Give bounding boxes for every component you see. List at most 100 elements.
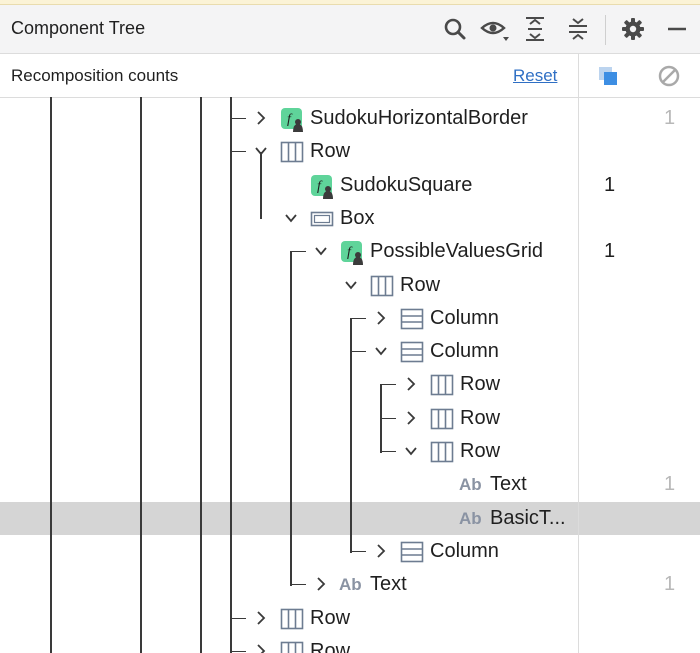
tree-connector (380, 417, 396, 419)
row-icon (430, 407, 454, 431)
node-label: Row (400, 273, 441, 296)
node-label: Row (460, 373, 501, 396)
tree-guide-line (50, 97, 52, 653)
row-icon (370, 274, 394, 298)
tree-row[interactable]: Row (0, 435, 700, 468)
svg-text:f: f (317, 179, 323, 194)
tree-connector (290, 584, 306, 586)
column-icon (400, 540, 424, 564)
composable-icon: f (340, 240, 364, 266)
tree-connector (230, 650, 246, 652)
tree-row[interactable]: f SudokuHorizontalBorder 1 (0, 102, 700, 135)
chevron-right-icon[interactable] (373, 310, 389, 326)
disable-icon[interactable] (656, 63, 682, 89)
node-label: Row (460, 406, 501, 429)
tree-guide-line (380, 385, 382, 453)
node-label: Row (310, 639, 351, 653)
node-label: Text (370, 573, 407, 596)
tree-guide-line (230, 97, 232, 653)
tree-guide-line (290, 252, 292, 586)
node-label: Box (340, 206, 375, 229)
tree-connector (350, 351, 366, 353)
tree-row[interactable]: Row (0, 635, 700, 653)
search-icon[interactable] (439, 13, 471, 45)
chevron-right-icon[interactable] (403, 376, 419, 392)
recomposition-count: 1 (604, 240, 616, 263)
recomposition-bar: Recomposition counts Reset (0, 54, 700, 98)
node-label: Row (310, 606, 351, 629)
svg-text:f: f (287, 112, 293, 127)
node-label: Column (430, 539, 499, 562)
minimize-icon[interactable] (661, 13, 693, 45)
row-icon (280, 640, 304, 653)
header-separator (605, 15, 606, 45)
chevron-down-icon[interactable] (343, 277, 359, 293)
eye-icon[interactable] (479, 13, 511, 45)
node-label: Column (430, 340, 499, 363)
chevron-right-icon[interactable] (373, 543, 389, 559)
collapse-all-icon[interactable] (562, 13, 594, 45)
node-label: PossibleValuesGrid (370, 240, 544, 263)
chevron-right-icon[interactable] (313, 576, 329, 592)
tree-guide-line (200, 97, 202, 653)
reset-link[interactable]: Reset (513, 66, 558, 85)
recomposition-title: Recomposition counts (11, 66, 179, 85)
tree-connector (380, 384, 396, 386)
tree-row[interactable]: Row (0, 269, 700, 302)
chevron-right-icon[interactable] (253, 643, 269, 653)
column-divider (578, 97, 579, 653)
tree-row[interactable]: Row (0, 368, 700, 401)
component-tree-header: Component Tree (0, 5, 700, 54)
text-icon: Ab (459, 508, 482, 528)
tree-row[interactable]: Ab Text 1 (0, 568, 700, 601)
expand-all-icon[interactable] (519, 13, 551, 45)
column-divider-top (578, 54, 579, 97)
tree-row[interactable]: Row (0, 135, 700, 168)
gear-icon[interactable] (617, 13, 649, 45)
chevron-right-icon[interactable] (253, 610, 269, 626)
tree-guide-line (350, 319, 352, 553)
chevron-down-icon[interactable] (283, 210, 299, 226)
highlight-recompositions-icon[interactable] (596, 63, 622, 89)
composable-icon: f (280, 107, 304, 132)
tree-row[interactable]: Column (0, 335, 700, 368)
column-icon (400, 340, 424, 364)
tree-guide-line (140, 97, 142, 653)
node-label: BasicT... (490, 506, 566, 529)
chevron-down-icon[interactable] (373, 343, 389, 359)
tree-row[interactable]: Row (0, 402, 700, 435)
recomposition-count: 1 (664, 573, 676, 596)
tree-row[interactable]: f PossibleValuesGrid 1 (0, 235, 700, 268)
chevron-down-icon[interactable] (403, 443, 419, 459)
tree-row[interactable]: Column (0, 302, 700, 335)
chevron-down-icon[interactable] (313, 243, 329, 259)
row-icon (430, 373, 454, 397)
row-icon (280, 607, 304, 631)
chevron-right-icon[interactable] (403, 410, 419, 426)
tree-connector (350, 317, 366, 319)
tree-connector (230, 151, 246, 153)
tree-connector (230, 118, 246, 119)
node-label: Text (490, 473, 527, 496)
recomposition-count: 1 (664, 473, 676, 496)
tree-row[interactable]: Box (0, 202, 700, 235)
recomposition-count: 1 (664, 107, 676, 129)
tree-row[interactable]: Column (0, 535, 700, 568)
node-label: Column (430, 306, 499, 329)
tree-connector (350, 550, 366, 552)
tree-row[interactable]: Row (0, 602, 700, 635)
tree-connector (290, 251, 306, 253)
chevron-right-icon[interactable] (253, 110, 269, 126)
node-label: SudokuHorizontalBorder (310, 107, 528, 129)
node-label: Row (460, 440, 501, 462)
text-icon: Ab (339, 575, 362, 595)
panel-title: Component Tree (11, 18, 146, 38)
node-label: Row (310, 140, 351, 163)
row-icon (430, 440, 454, 464)
column-icon (400, 307, 424, 331)
tree-connector (380, 451, 396, 452)
tree-guide-line (260, 152, 262, 219)
